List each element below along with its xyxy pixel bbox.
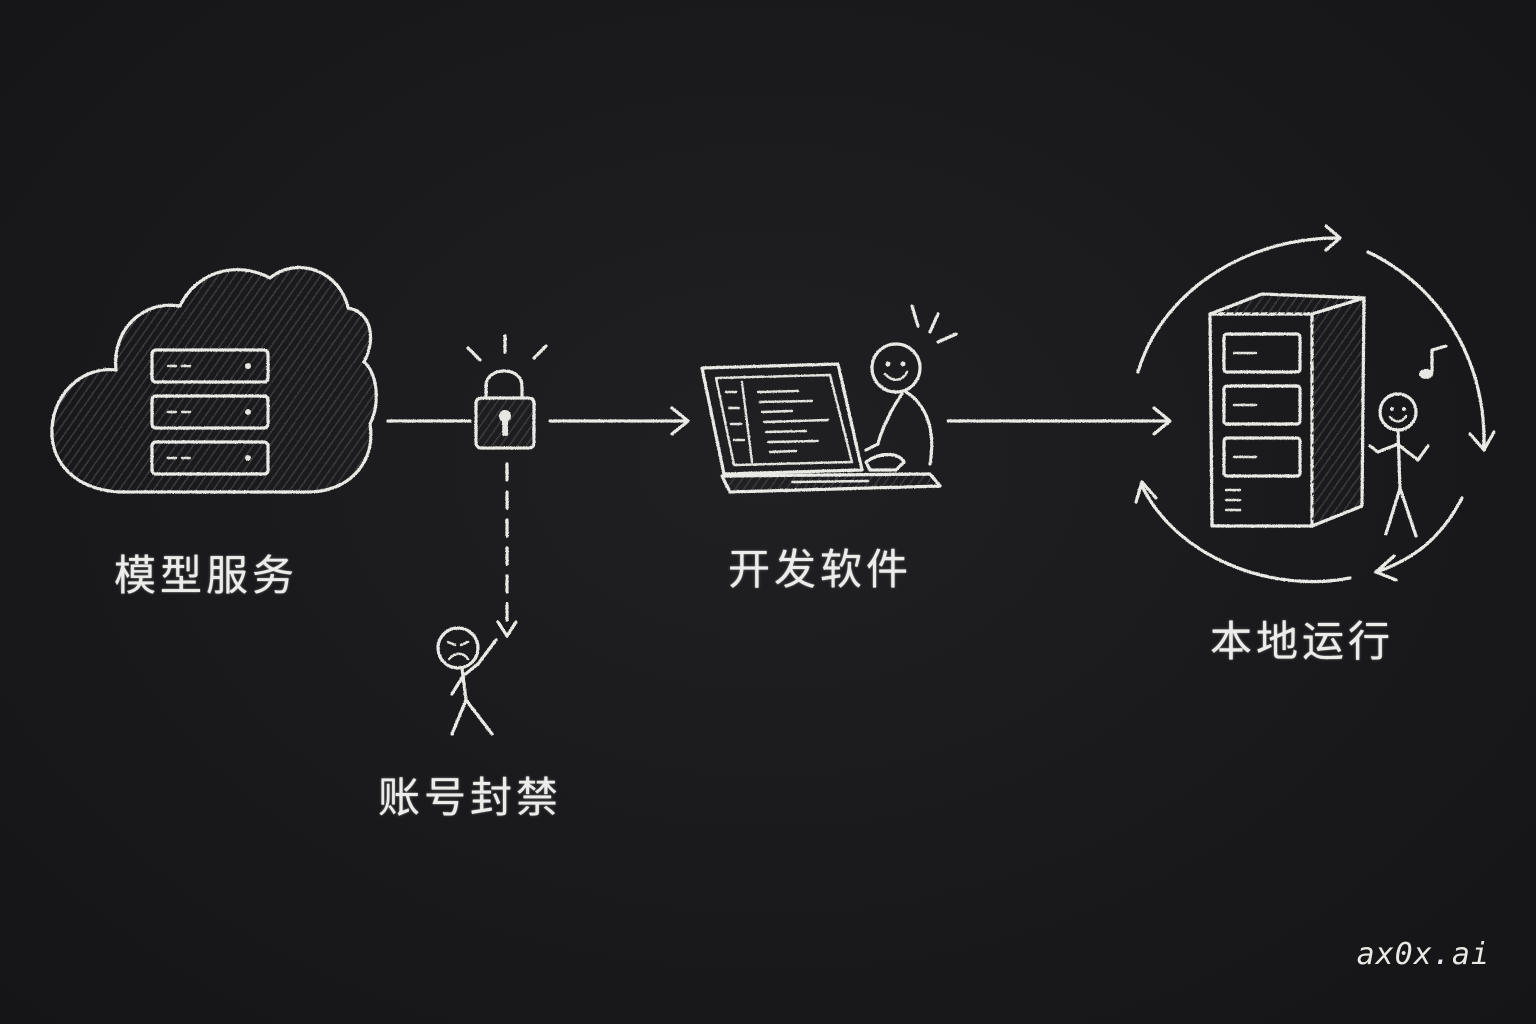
label-account-ban: 账号封禁	[378, 773, 563, 822]
sad-person-icon	[436, 626, 498, 736]
cloud-server-icon	[50, 266, 378, 494]
label-model-service: 模型服务	[114, 551, 299, 600]
developer-laptop-icon	[700, 304, 958, 494]
local-server-tower-icon	[1134, 224, 1496, 584]
edge-laptop-to-server	[946, 406, 1172, 436]
label-dev-software: 开发软件	[728, 545, 913, 594]
label-local-run: 本地运行	[1210, 617, 1395, 666]
edge-lock-to-ban	[496, 462, 518, 638]
edge-lock-to-laptop	[548, 406, 690, 436]
watermark: ax0x.ai	[1356, 937, 1490, 972]
lock-icon	[466, 334, 548, 450]
